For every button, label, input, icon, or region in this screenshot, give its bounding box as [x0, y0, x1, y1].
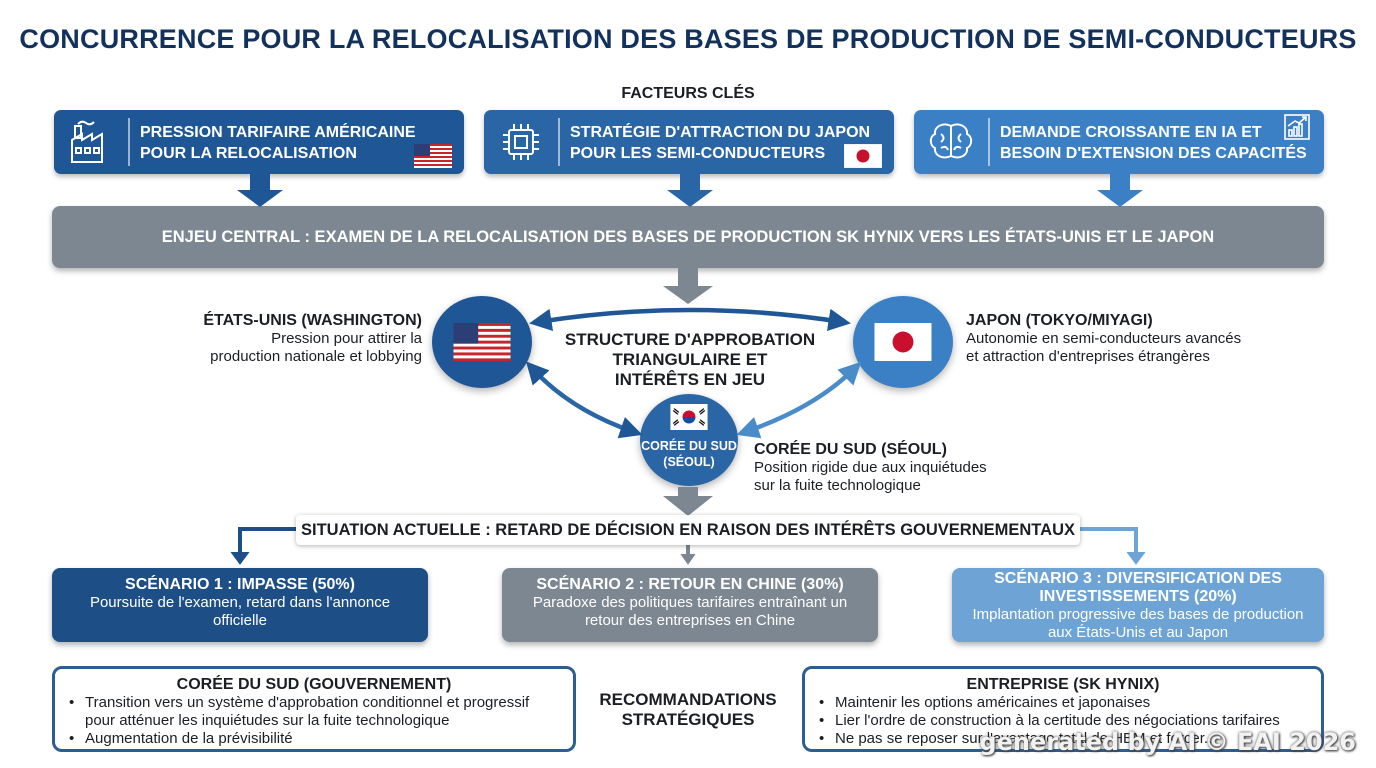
korea-name: CORÉE DU SUD (SÉOUL) — [754, 441, 947, 458]
japan-line: Autonomie en semi-conducteurs avancés — [966, 330, 1242, 347]
scenario-description: Paradoxe des politiques tarifaires entra… — [532, 594, 848, 611]
scenario-1: SCÉNARIO 1 : IMPASSE (50%) Poursuite de … — [52, 568, 428, 642]
down-arrow — [237, 174, 283, 207]
japan-name: JAPON (TOKYO/MIYAGI) — [966, 312, 1153, 329]
scenario-3: SCÉNARIO 3 : DIVERSIFICATION DES INVESTI… — [952, 568, 1324, 642]
brain-icon — [929, 123, 973, 159]
factor-divider — [988, 118, 990, 166]
key-factors-label: FACTEURS CLÉS — [621, 85, 755, 102]
factor-title-2: POUR LA RELOCALISATION — [140, 145, 357, 162]
reco-list: Maintenir les options américaines et jap… — [817, 694, 1309, 748]
korea-circle-line: CORÉE DU SUD — [641, 439, 737, 453]
usa-line: production nationale et lobbying — [210, 348, 422, 365]
chip-icon — [503, 124, 539, 160]
japan-korea-arrow — [736, 361, 862, 439]
reco-title: ENTREPRISE (SK HYNIX) — [966, 676, 1160, 693]
us-flag-icon — [414, 144, 452, 168]
scenario-title: SCÉNARIO 3 : DIVERSIFICATION DES — [994, 570, 1282, 587]
japan-flag-icon — [874, 323, 932, 361]
scenario-description: Implantation progressive des bases de pr… — [972, 606, 1304, 623]
reco-item: Ne pas se reposer sur l'avantage total d… — [817, 730, 1309, 748]
reco-item: Augmentation de la prévisibilité — [67, 730, 561, 748]
factor-title-2: POUR LES SEMI-CONDUCTEURS — [570, 145, 826, 162]
reco-item-text: pour atténuer les inquiétudes sur la fui… — [85, 712, 450, 729]
factor-down-arrows — [237, 174, 1143, 207]
japan-description: JAPON (TOKYO/MIYAGI) Autonomie en semi-c… — [966, 312, 1286, 366]
korea-description: CORÉE DU SUD (SÉOUL) Position rigide due… — [754, 441, 1044, 495]
scenario-description: officielle — [213, 612, 267, 629]
reco-label-line: RECOMMANDATIONS — [599, 690, 777, 709]
usa-node — [432, 296, 532, 388]
triangle-label-line: TRIANGULAIRE ET — [612, 350, 768, 369]
down-arrow — [667, 174, 713, 207]
current-situation: SITUATION ACTUELLE : RETARD DE DÉCISION … — [296, 515, 1080, 545]
usa-description: ÉTATS-UNIS (WASHINGTON) Pression pour at… — [150, 312, 422, 366]
factor-title: STRATÉGIE D'ATTRACTION DU JAPON — [570, 124, 871, 141]
scenario-description: Poursuite de l'examen, retard dans l'ann… — [89, 594, 391, 611]
reco-company: ENTREPRISE (SK HYNIX) Maintenir les opti… — [802, 666, 1324, 752]
usa-line: Pression pour attirer la — [271, 330, 422, 347]
factor-divider — [128, 118, 130, 166]
reco-item-text: Transition vers un système d'approbation… — [85, 694, 530, 711]
factor-text: STRATÉGIE D'ATTRACTION DU JAPON POUR LES… — [570, 122, 870, 164]
scenario-title: SCÉNARIO 2 : RETOUR EN CHINE (30%) — [536, 576, 844, 593]
triangle-label: STRUCTURE D'APPROBATION TRIANGULAIRE ET … — [560, 330, 820, 390]
korea-down-arrow — [663, 487, 713, 516]
usa-korea-arrow — [525, 361, 643, 439]
korea-node: CORÉE DU SUD (SÉOUL) — [640, 394, 738, 486]
factor-title: PRESSION TARIFAIRE AMÉRICAINE — [140, 124, 416, 141]
japan-node — [853, 296, 953, 388]
usa-name: ÉTATS-UNIS (WASHINGTON) — [203, 312, 422, 329]
korea-flag-icon — [670, 404, 708, 430]
reco-label-line: STRATÉGIQUES — [621, 710, 755, 729]
scenario-title: SCÉNARIO 1 : IMPASSE (50%) — [125, 576, 355, 593]
factor-japan-strategy: STRATÉGIE D'ATTRACTION DU JAPON POUR LES… — [484, 110, 894, 174]
factory-icon — [71, 120, 103, 163]
reco-label: RECOMMANDATIONS STRATÉGIQUES — [588, 690, 788, 730]
factor-text: PRESSION TARIFAIRE AMÉRICAINE POUR LA RE… — [140, 122, 416, 164]
scenario-2: SCÉNARIO 2 : RETOUR EN CHINE (30%) Parad… — [502, 568, 878, 642]
triangle-label-line: STRUCTURE D'APPROBATION — [564, 330, 816, 349]
usa-japan-arrow — [529, 307, 851, 332]
us-flag-icon — [453, 323, 511, 361]
reco-item: Transition vers un système d'approbation… — [67, 694, 561, 730]
reco-item: Lier l'ordre de construction à la certit… — [817, 712, 1309, 730]
reco-list: Transition vers un système d'approbation… — [67, 694, 561, 748]
reco-item: Maintenir les options américaines et jap… — [817, 694, 1309, 712]
situation-branches — [230, 527, 1146, 565]
central-issue: ENJEU CENTRAL : EXAMEN DE LA RELOCALISAT… — [52, 206, 1324, 268]
page-title: CONCURRENCE POUR LA RELOCALISATION DES B… — [19, 24, 1357, 54]
korea-circle-label: CORÉE DU SUD (SÉOUL) — [640, 438, 738, 470]
factor-us-tariff: PRESSION TARIFAIRE AMÉRICAINE POUR LA RE… — [54, 110, 464, 174]
scenario-title: INVESTISSEMENTS (20%) — [1039, 588, 1237, 605]
korea-line: Position rigide due aux inquiétudes — [754, 459, 987, 476]
korea-line: sur la fuite technologique — [754, 477, 921, 494]
reco-title: CORÉE DU SUD (GOUVERNEMENT) — [176, 676, 452, 693]
japan-flag-icon — [844, 144, 882, 168]
korea-circle-line: (SÉOUL) — [663, 455, 715, 469]
scenario-description: retour des entreprises en Chine — [584, 612, 796, 629]
down-arrow — [1097, 174, 1143, 207]
scenario-description: aux États-Unis et au Japon — [1047, 624, 1229, 641]
watermark: generated by AI © EAI 2026 — [979, 728, 1356, 756]
factor-text: DEMANDE CROISSANTE EN IA ET BESOIN D'EXT… — [1000, 122, 1307, 164]
factor-title-2: BESOIN D'EXTENSION DES CAPACITÉS — [1000, 145, 1307, 162]
triangle-label-line: INTÉRÊTS EN JEU — [614, 370, 766, 389]
reco-government: CORÉE DU SUD (GOUVERNEMENT) Transition v… — [52, 666, 576, 752]
central-down-arrow — [663, 268, 713, 304]
growth-chart-icon — [1284, 114, 1310, 140]
factor-title: DEMANDE CROISSANTE EN IA ET — [1000, 124, 1262, 141]
factor-ai-demand: DEMANDE CROISSANTE EN IA ET BESOIN D'EXT… — [914, 110, 1324, 174]
factor-divider — [558, 118, 560, 166]
japan-line: et attraction d'entreprises étrangères — [966, 348, 1210, 365]
